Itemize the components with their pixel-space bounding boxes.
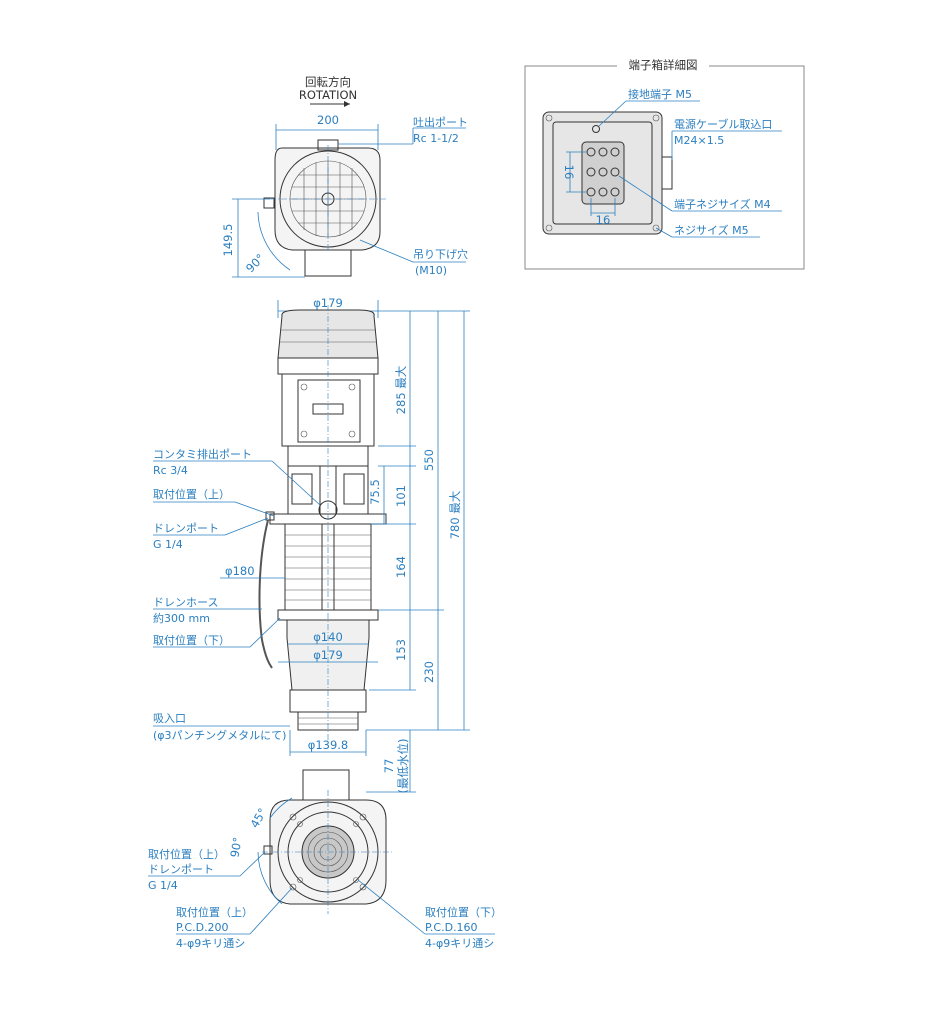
terminal-box-inner bbox=[552, 121, 653, 225]
bottom-angle-90: 90° bbox=[227, 836, 244, 859]
dim-101: 101 bbox=[394, 485, 408, 507]
dia-139-8-dim: φ139.8 bbox=[308, 738, 349, 752]
terminal-screws bbox=[586, 147, 620, 197]
bottom-holes-lower: 4-φ9キリ通シ bbox=[425, 937, 494, 950]
dia-140-dim: φ140 bbox=[313, 630, 343, 644]
mount-upper-label: 取付位置（上） bbox=[153, 487, 230, 501]
bottom-mount-upper-label: 取付位置（上） bbox=[176, 905, 253, 919]
contamination-port-spec: Rc 3/4 bbox=[153, 464, 188, 477]
drain-hose bbox=[258, 519, 273, 669]
dim-75-5: 75.5 bbox=[368, 479, 382, 505]
bottom-outlet-box bbox=[302, 769, 350, 801]
bottom-pcd-160-label: P.C.D.160 bbox=[425, 921, 478, 934]
dim-230: 230 bbox=[422, 661, 436, 683]
side-view: φ179 bbox=[153, 296, 470, 793]
bottom-drain-port bbox=[263, 845, 273, 855]
top-angle-dim: 90° bbox=[243, 251, 267, 275]
vertical-dimensions: 285 最大 550 780 最大 75.5 101 164 153 230 7… bbox=[366, 310, 470, 794]
min-water-level: (最低水位) bbox=[396, 739, 410, 794]
dim-153: 153 bbox=[394, 639, 408, 661]
dim-77: 77 bbox=[382, 759, 396, 774]
drain-hose-label: ドレンホース bbox=[153, 596, 218, 609]
discharge-port-spec: Rc 1-1/2 bbox=[413, 132, 459, 145]
lifting-hole-label: 吊り下げ穴 bbox=[413, 247, 468, 261]
drain-port-label: ドレンポート bbox=[153, 522, 219, 535]
flange-dia-dim: φ180 bbox=[225, 564, 255, 578]
discharge-port-label: 吐出ポート bbox=[413, 115, 468, 129]
rotation-label-en: ROTATION bbox=[299, 88, 357, 102]
terminal-dim-horizontal: 16 bbox=[596, 213, 611, 227]
dim-285: 285 最大 bbox=[394, 365, 408, 414]
cable-entry-label: 電源ケーブル取込口 bbox=[674, 117, 772, 131]
bottom-drain-port-spec: G 1/4 bbox=[148, 879, 178, 892]
ground-terminal-label: 接地端子 M5 bbox=[628, 88, 692, 101]
drain-port-spec: G 1/4 bbox=[153, 538, 183, 551]
mount-lower-label: 取付位置（下） bbox=[153, 633, 230, 647]
bottom-view: 45° 90° 取付位置（上） ドレンポート G 1/4 取付位置（上） P.C… bbox=[148, 769, 502, 950]
rotation-arrowhead bbox=[344, 101, 350, 107]
terminal-screw-label: 端子ネジサイズ M4 bbox=[674, 197, 771, 211]
screw-size-label: ネジサイズ M5 bbox=[674, 223, 749, 237]
top-view: 回転方向 ROTATION 200 吐出ポート Rc 1-1/2 bbox=[221, 75, 468, 278]
bottom-angle-45: 45° bbox=[247, 806, 269, 831]
top-outlet-box bbox=[304, 249, 352, 277]
terminal-box-title: 端子箱詳細図 bbox=[629, 58, 698, 72]
motor-fan-cover bbox=[277, 309, 379, 359]
lifting-hole-spec: (M10) bbox=[415, 264, 447, 277]
terminal-box-detail: 端子箱詳細図 16 16 接地端子 M5 電源ケーブル取込口 M24×1.5 bbox=[524, 58, 805, 270]
bottom-mount-lower-label: 取付位置（下） bbox=[425, 905, 502, 919]
drain-hose-spec: 約300 mm bbox=[153, 611, 210, 625]
bottom-mount-upper-drain-label: 取付位置（上） bbox=[148, 847, 225, 861]
bottom-pcd-200-label: P.C.D.200 bbox=[176, 921, 229, 934]
terminal-box-side bbox=[297, 379, 361, 443]
cable-entry bbox=[661, 156, 673, 190]
dim-780: 780 最大 bbox=[448, 490, 462, 539]
bottom-drain-port-label: ドレンポート bbox=[148, 863, 214, 876]
bottom-holes-upper: 4-φ9キリ通シ bbox=[176, 937, 245, 950]
rotation-label-jp: 回転方向 bbox=[305, 75, 351, 89]
dia-179-lower-dim: φ179 bbox=[313, 648, 343, 662]
top-height-dim: 149.5 bbox=[221, 224, 235, 257]
cable-entry-spec: M24×1.5 bbox=[674, 134, 724, 147]
top-lifting-lug bbox=[263, 197, 275, 209]
terminal-dim-vertical: 16 bbox=[562, 165, 576, 180]
dim-550: 550 bbox=[422, 449, 436, 471]
motor-dia-dim: φ179 bbox=[313, 296, 343, 310]
suction-label: 吸入口 bbox=[153, 712, 186, 725]
suction-spec: (φ3パンチングメタルにて) bbox=[153, 728, 286, 742]
contamination-port-label: コンタミ排出ポート bbox=[153, 447, 252, 461]
top-width-dim: 200 bbox=[317, 113, 339, 127]
ground-terminal bbox=[592, 125, 600, 133]
dim-164: 164 bbox=[394, 556, 408, 578]
